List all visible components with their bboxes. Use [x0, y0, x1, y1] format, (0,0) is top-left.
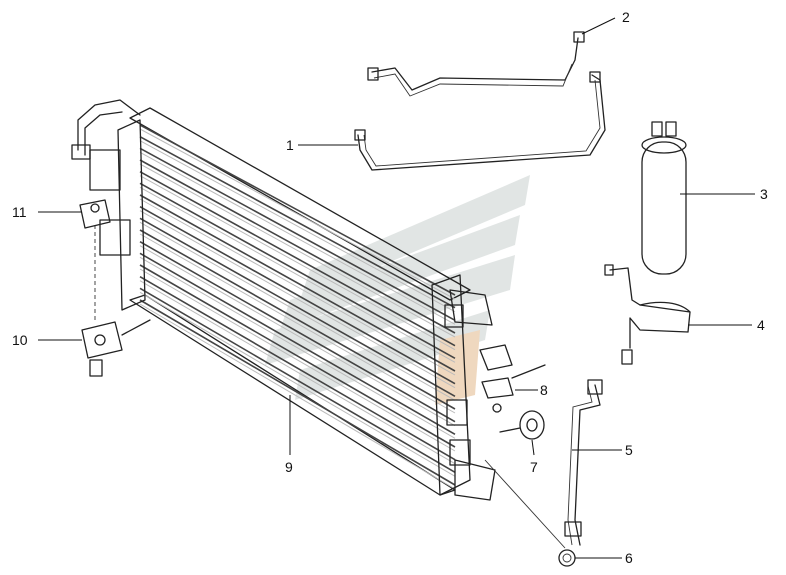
- condenser-fin-shadow: [139, 268, 456, 452]
- callout-10: 10: [12, 332, 28, 348]
- condenser-fin-shadow: [139, 256, 456, 439]
- condenser-fin: [139, 135, 456, 309]
- condenser-fin-shadow: [139, 175, 456, 351]
- condenser-fin-shadow: [139, 291, 456, 477]
- condenser-fin: [139, 194, 456, 372]
- condenser-fin: [139, 240, 456, 423]
- discharge-pipe: [354, 71, 606, 171]
- condenser-core: [117, 107, 496, 501]
- callout-2: 2: [622, 9, 630, 25]
- condenser-fin: [139, 275, 456, 461]
- condenser-fin-shadow: [139, 210, 456, 389]
- receiver-drier: [641, 121, 687, 275]
- condenser-fin-shadow: [139, 151, 456, 325]
- condenser-fin: [139, 229, 456, 410]
- callout-5: 5: [625, 442, 633, 458]
- condenser-fin-shadow: [139, 186, 456, 363]
- callout-11: 11: [12, 204, 27, 220]
- condenser-fin-shadow: [139, 140, 456, 313]
- liquid-pipe: [367, 31, 585, 97]
- condenser-fin: [139, 217, 456, 398]
- upper-mount-bracket: [79, 199, 111, 229]
- rubber-grommet: [499, 410, 545, 440]
- condenser-fin-shadow: [139, 303, 456, 490]
- condenser-fin: [139, 124, 456, 296]
- condenser-fin: [139, 299, 456, 486]
- condenser-fin: [139, 147, 456, 322]
- condenser-fin-shadow: [139, 198, 456, 376]
- callout-1: 1: [286, 137, 294, 153]
- callout-3: 3: [760, 186, 768, 202]
- callout-labels: 1 2 3 4 5 6 7 8 9 10 11: [12, 9, 768, 566]
- condenser-fin-shadow: [139, 163, 456, 338]
- condenser-fin-shadow: [139, 280, 456, 465]
- condenser-fin: [139, 170, 456, 347]
- condenser-fin: [139, 264, 456, 448]
- callout-9: 9: [285, 459, 293, 475]
- mounting-clip-bolt: [479, 344, 546, 413]
- callout-4: 4: [757, 317, 765, 333]
- condenser-fin: [139, 182, 456, 360]
- condenser-fin-shadow: [139, 233, 456, 414]
- receiver-bracket: [604, 264, 691, 365]
- condenser-fin: [139, 252, 456, 436]
- condenser-fin: [139, 287, 456, 474]
- left-fittings: [71, 99, 141, 320]
- o-ring-seal: [484, 459, 576, 567]
- condenser-fin-shadow: [139, 128, 456, 300]
- outlet-pipe: [564, 379, 603, 546]
- condenser-fin: [139, 159, 456, 334]
- callout-7: 7: [530, 459, 538, 475]
- watermark-logo: [265, 175, 530, 405]
- condenser-fin-shadow: [139, 221, 456, 401]
- condenser-fin: [139, 205, 456, 385]
- leader-lines: [38, 17, 755, 559]
- callout-8: 8: [540, 382, 548, 398]
- callout-6: 6: [625, 550, 633, 566]
- lower-mount-bracket: [81, 319, 151, 377]
- condenser-fin-shadow: [139, 245, 456, 427]
- condenser-fins: [139, 124, 456, 490]
